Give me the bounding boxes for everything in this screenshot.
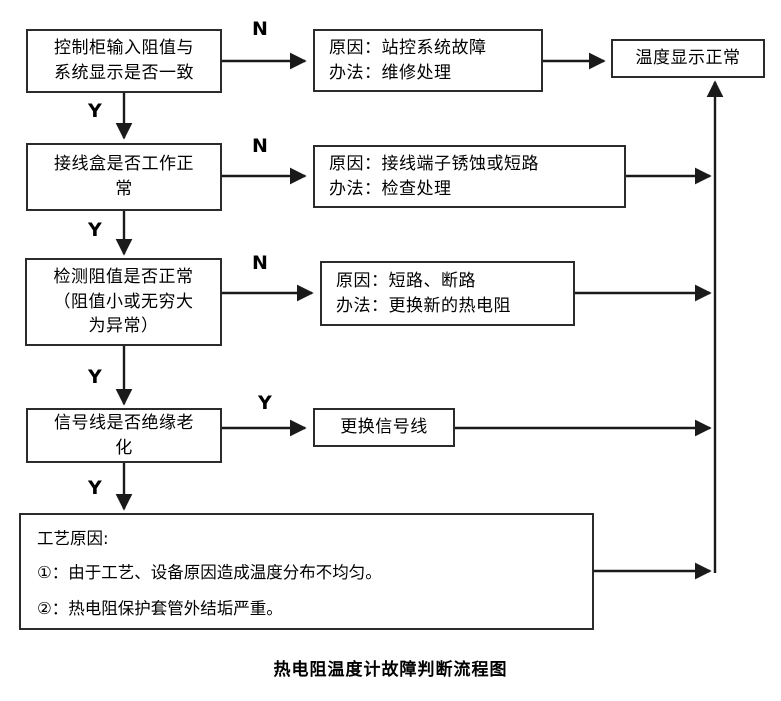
decision-node-3-label: 检测阻值是否正常 （阻值小或无穷大 为异常） bbox=[53, 267, 194, 337]
cause-node-2[interactable]: 原因：接线端子锈蚀或短路 办法：检查处理 bbox=[313, 145, 626, 208]
branch-label-y-2: Y bbox=[88, 219, 102, 241]
branch-label-y-4-down: Y bbox=[88, 477, 102, 499]
cause-node-2-label: 原因：接线端子锈蚀或短路 办法：检查处理 bbox=[329, 153, 539, 199]
decision-node-4-label: 信号线是否绝缘老 化 bbox=[54, 412, 194, 458]
decision-node-1[interactable]: 控制柜输入阻值与 系统显示是否一致 bbox=[26, 29, 222, 93]
decision-node-4[interactable]: 信号线是否绝缘老 化 bbox=[26, 408, 222, 463]
branch-label-y-4-right: Y bbox=[258, 392, 272, 414]
cause-node-3[interactable]: 原因：短路、断路 办法：更换新的热电阻 bbox=[320, 261, 575, 326]
diagram-caption: 热电阻温度计故障判断流程图 bbox=[273, 660, 508, 680]
action-node-replace-signal-line[interactable]: 更换信号线 bbox=[313, 408, 455, 447]
branch-label-n-1: N bbox=[252, 18, 268, 40]
branch-label-n-3: N bbox=[252, 252, 268, 274]
cause-node-1[interactable]: 原因：站控系统故障 办法：维修处理 bbox=[313, 29, 543, 92]
branch-label-y-1: Y bbox=[88, 100, 102, 122]
decision-node-2[interactable]: 接线盒是否工作正 常 bbox=[26, 143, 222, 211]
branch-label-y-3: Y bbox=[88, 366, 102, 388]
action-node-replace-signal-line-label: 更换信号线 bbox=[340, 417, 428, 438]
branch-label-n-2: N bbox=[252, 135, 268, 157]
decision-node-2-label: 接线盒是否工作正 常 bbox=[54, 154, 194, 199]
process-reason-heading: 工艺原因: bbox=[37, 529, 109, 548]
process-reason-item-1: ①：由于工艺、设备原因造成温度分布不均匀。 bbox=[37, 562, 382, 582]
process-reason-item-2: ②：热电阻保护套管外结垢严重。 bbox=[37, 598, 283, 618]
cause-node-1-label: 原因：站控系统故障 办法：维修处理 bbox=[329, 37, 487, 83]
decision-node-1-label: 控制柜输入阻值与 系统显示是否一致 bbox=[54, 38, 194, 83]
decision-node-3[interactable]: 检测阻值是否正常 （阻值小或无穷大 为异常） bbox=[25, 258, 222, 346]
terminal-node-temperature-normal[interactable]: 温度显示正常 bbox=[611, 39, 765, 78]
cause-node-3-label: 原因：短路、断路 办法：更换新的热电阻 bbox=[336, 270, 511, 316]
process-reason-block[interactable]: 工艺原因: ①：由于工艺、设备原因造成温度分布不均匀。 ②：热电阻保护套管外结垢… bbox=[19, 513, 594, 630]
terminal-node-temperature-normal-label: 温度显示正常 bbox=[635, 48, 741, 69]
